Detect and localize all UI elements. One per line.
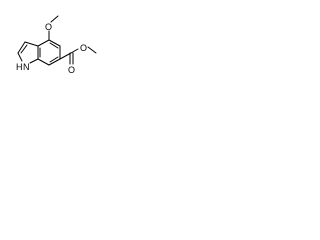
atom-label-nh-hydrogen: H [16,62,23,72]
bond-c6-c7 [48,58,61,66]
bond-c2-n1 [17,52,23,62]
bond-c4-c5 [48,39,61,47]
bond-ether-o-ch3 [87,46,97,54]
structure-diagram: O O O H N [0,0,107,98]
molecule-drawing: O O O H N [16,15,97,75]
atom-label-methoxy-oxygen: O [45,22,52,32]
bond-c6-carbonyl [59,52,72,60]
bond-c6-c7-double [49,56,59,63]
bond-o-ch3 [50,15,59,23]
bond-c7-c7a [37,58,50,66]
bond-c4-c5-double [49,42,59,49]
bond-c3-c2 [17,41,26,54]
bond-c3-c2-double [20,44,28,54]
bond-carbonyl-ether-o [70,48,79,54]
atom-label-nh-nitrogen: N [23,62,30,72]
bond-c3a-c3 [24,41,39,47]
atom-label-carbonyl-oxygen: O [68,65,75,75]
bond-n1-c7a [29,58,39,64]
bond-c3a-c4 [37,39,50,47]
atom-label-ether-oxygen: O [80,43,87,53]
